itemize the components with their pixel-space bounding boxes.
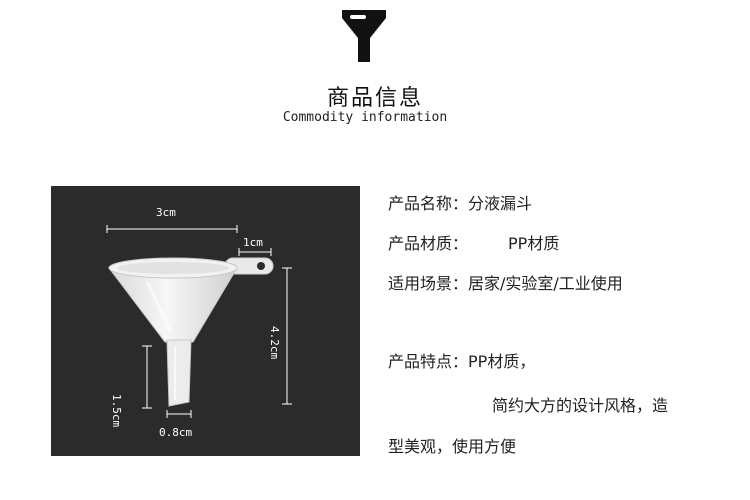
- dimension-height: 4.2cm: [268, 326, 281, 360]
- info-value: 分液漏斗: [468, 194, 533, 213]
- info-row-features: 产品特点：PP材质，: [388, 348, 535, 372]
- info-label: 产品名称：: [388, 194, 469, 213]
- dimension-line-stem: [142, 345, 152, 409]
- info-row-material: 产品材质： PP材质: [388, 230, 559, 254]
- dimension-line-bottom: [166, 410, 192, 418]
- info-row-name: 产品名称：分液漏斗: [388, 190, 532, 214]
- info-value: 居家/实验室/工业使用: [468, 274, 623, 293]
- product-image: 3cm 1cm 4.2cm 1.5cm 0.8cm: [51, 186, 360, 456]
- funnel-icon: [342, 10, 386, 62]
- info-label: 产品特点：: [388, 352, 469, 371]
- dimension-stem-length: 1.5cm: [110, 394, 123, 428]
- info-row-features-continued: 简约大方的设计风格，造: [492, 396, 669, 415]
- info-label: 适用场景：: [388, 274, 469, 293]
- funnel-illustration: [106, 225, 292, 418]
- info-row-features-continued: 型美观，使用方便: [388, 437, 517, 456]
- dimension-handle: 1cm: [243, 236, 263, 249]
- info-label: 产品材质：: [388, 234, 469, 253]
- dimension-bottom-width: 0.8cm: [159, 426, 193, 439]
- info-value: PP材质: [508, 234, 560, 253]
- dimension-line-height: [282, 267, 292, 405]
- info-row-scene: 适用场景：居家/实验室/工业使用: [388, 270, 623, 294]
- section-title: 商品信息: [326, 86, 423, 111]
- dimension-top-width: 3cm: [156, 206, 176, 219]
- dimension-line-top: [106, 225, 238, 233]
- dimension-line-handle: [238, 248, 272, 256]
- section-subtitle: Commodity information: [282, 110, 448, 125]
- info-value: PP材质，: [468, 352, 536, 371]
- funnel-body: [107, 257, 274, 407]
